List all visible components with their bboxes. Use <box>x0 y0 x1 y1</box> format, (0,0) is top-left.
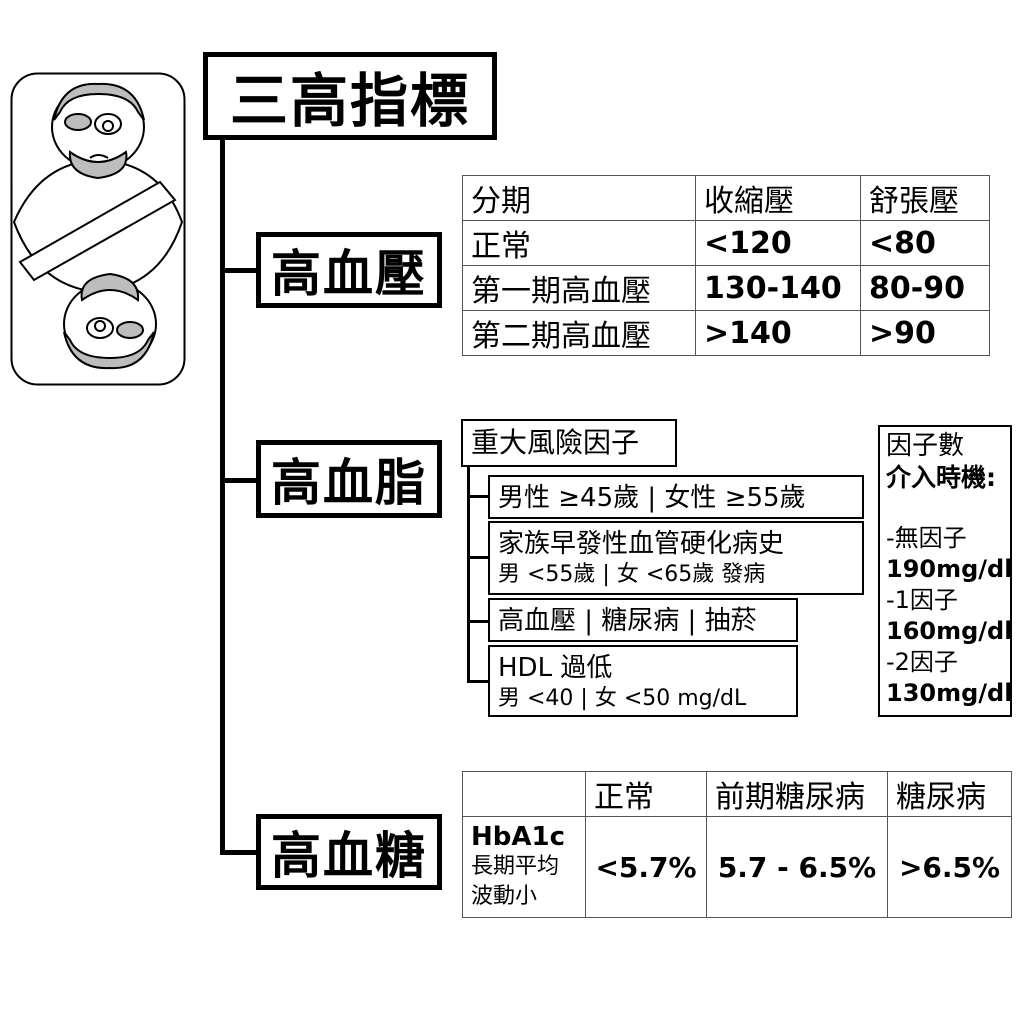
risk-factor-tick <box>467 495 489 498</box>
intervention-item-value: 130mg/dl <box>886 679 1013 707</box>
risk-factor-hdl-detail: 男 <40 | 女 <50 mg/dL <box>498 686 747 711</box>
header-cell: 前期糖尿病 <box>706 771 888 817</box>
table-header-row: 正常 前期糖尿病 糖尿病 <box>462 771 1012 817</box>
category-hyperlipidemia: 高血脂 <box>256 440 442 518</box>
header-cell: 分期 <box>462 175 696 221</box>
risk-factor-header-text: 重大風險因子 <box>471 426 640 459</box>
risk-factor-tick <box>467 556 489 559</box>
tree-spine <box>220 138 225 855</box>
table-header-row: 分期 收縮壓 舒張壓 <box>462 175 990 221</box>
diastolic-cell: <80 <box>860 220 990 266</box>
branch-hypertension <box>220 268 260 273</box>
systolic-cell: >140 <box>695 310 861 356</box>
risk-factor-conditions-text: 高血壓 | 糖尿病 | 抽菸 <box>498 606 757 636</box>
header-cell: 糖尿病 <box>887 771 1012 817</box>
table-row: 第一期高血壓 130-140 80-90 <box>462 265 990 311</box>
intervention-item-value: 160mg/dl <box>886 617 1013 645</box>
character-illustration <box>10 72 186 386</box>
diastolic-cell: 80-90 <box>860 265 990 311</box>
intervention-title-1: 因子數 <box>886 431 965 461</box>
branch-hyperlipidemia <box>220 478 260 483</box>
branch-hyperglycemia <box>220 850 260 855</box>
stage-cell: 第一期高血壓 <box>462 265 696 311</box>
stage-cell: 正常 <box>462 220 696 266</box>
risk-factor-family-text: 家族早發性血管硬化病史 <box>498 529 785 559</box>
risk-factor-tick <box>467 680 489 683</box>
table-row: HbA1c 長期平均 波動小 <5.7% 5.7 - 6.5% >6.5% <box>462 816 1012 918</box>
hba1c-prediabetes-cell: 5.7 - 6.5% <box>706 816 888 918</box>
blood-pressure-table: 分期 收縮壓 舒張壓 正常 <120 <80 第一期高血壓 130-140 80… <box>462 175 990 356</box>
risk-factor-connector <box>467 467 470 682</box>
header-cell: 正常 <box>585 771 707 817</box>
risk-factor-family-detail: 男 <55歲 | 女 <65歲 發病 <box>498 562 766 587</box>
header-cell: 收縮壓 <box>695 175 861 221</box>
risk-factor-header: 重大風險因子 <box>461 419 677 467</box>
risk-factor-hdl-text: HDL 過低 <box>498 653 613 683</box>
intervention-item-label: -1因子 <box>886 586 958 614</box>
hba1c-name: HbA1c <box>471 822 565 852</box>
hba1c-normal-cell: <5.7% <box>585 816 707 918</box>
hba1c-diabetes-cell: >6.5% <box>887 816 1012 918</box>
intervention-item-label: -無因子 <box>886 524 967 552</box>
character-card <box>10 72 186 386</box>
glucose-table: 正常 前期糖尿病 糖尿病 HbA1c 長期平均 波動小 <5.7% 5.7 - … <box>462 771 1012 918</box>
systolic-cell: <120 <box>695 220 861 266</box>
systolic-cell: 130-140 <box>695 265 861 311</box>
intervention-title-2: 介入時機: <box>886 463 996 492</box>
risk-factor-hdl: HDL 過低 男 <40 | 女 <50 mg/dL <box>488 645 798 717</box>
risk-factor-tick <box>467 620 489 623</box>
hba1c-label-cell: HbA1c 長期平均 波動小 <box>462 816 586 918</box>
intervention-item-label: -2因子 <box>886 648 958 676</box>
diastolic-cell: >90 <box>860 310 990 356</box>
risk-factor-age: 男性 ≥45歲 | 女性 ≥55歲 <box>488 475 864 519</box>
hba1c-sub2: 波動小 <box>471 884 538 909</box>
header-cell <box>462 771 586 817</box>
table-row: 第二期高血壓 >140 >90 <box>462 310 990 356</box>
category-hypertension: 高血壓 <box>256 232 442 308</box>
intervention-item-value: 190mg/dl <box>886 555 1013 583</box>
risk-factor-conditions: 高血壓 | 糖尿病 | 抽菸 <box>488 598 798 642</box>
page-title: 三高指標 <box>203 52 497 140</box>
intervention-timing-box: 因子數 介入時機: -無因子 190mg/dl -1因子 160mg/dl -2… <box>878 425 1012 717</box>
header-cell: 舒張壓 <box>860 175 990 221</box>
risk-factor-age-text: 男性 ≥45歲 | 女性 ≥55歲 <box>498 483 806 513</box>
category-hyperglycemia: 高血糖 <box>256 814 442 890</box>
risk-factor-family-history: 家族早發性血管硬化病史 男 <55歲 | 女 <65歲 發病 <box>488 521 864 595</box>
table-row: 正常 <120 <80 <box>462 220 990 266</box>
hba1c-sub1: 長期平均 <box>471 854 560 879</box>
stage-cell: 第二期高血壓 <box>462 310 696 356</box>
